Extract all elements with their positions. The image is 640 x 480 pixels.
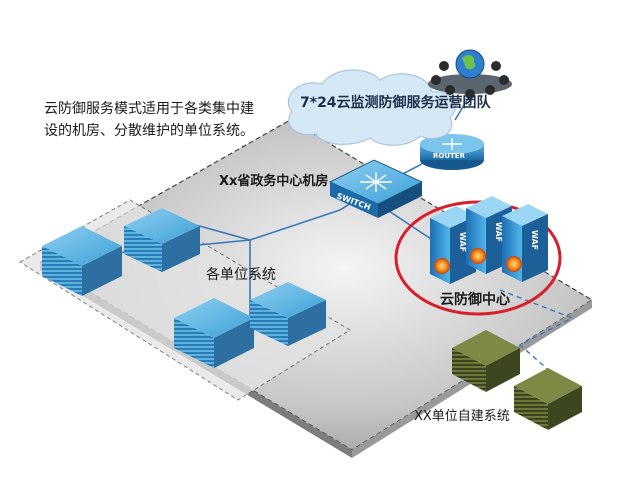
waf-server: WAF — [502, 204, 548, 282]
service-description: 云防御服务模式适用于各类集中建设的机房、分散维护的单位系统。 — [44, 101, 254, 139]
unit-server — [174, 298, 254, 368]
self-built-server — [514, 368, 582, 430]
self-built-systems-label: XX单位自建系统 — [414, 409, 510, 424]
router-label: ROUTER — [433, 152, 466, 160]
self-built-server — [452, 330, 520, 392]
waf-label: WAF — [458, 232, 467, 252]
monitoring-team-icon — [428, 49, 512, 99]
unit-server — [124, 208, 200, 272]
unit-systems-label: 各单位系统 — [206, 267, 276, 283]
cloud-team-label: 7*24云监测防御服务运营团队 — [300, 95, 491, 111]
unit-server — [250, 282, 326, 346]
waf-label: WAF — [530, 230, 539, 250]
cloud-defense-center-label: 云防御中心 — [440, 292, 510, 308]
unit-server — [42, 226, 122, 296]
server-room-label: Xx省政务中心机房 — [219, 174, 329, 189]
switch: SWITCH — [328, 159, 424, 218]
waf-label: WAF — [494, 222, 503, 242]
cloud-shape — [287, 69, 456, 146]
cloud-defense-highlight — [394, 200, 562, 316]
dashed-link-to-self-built — [499, 289, 574, 381]
router: ROUTER — [420, 134, 484, 170]
